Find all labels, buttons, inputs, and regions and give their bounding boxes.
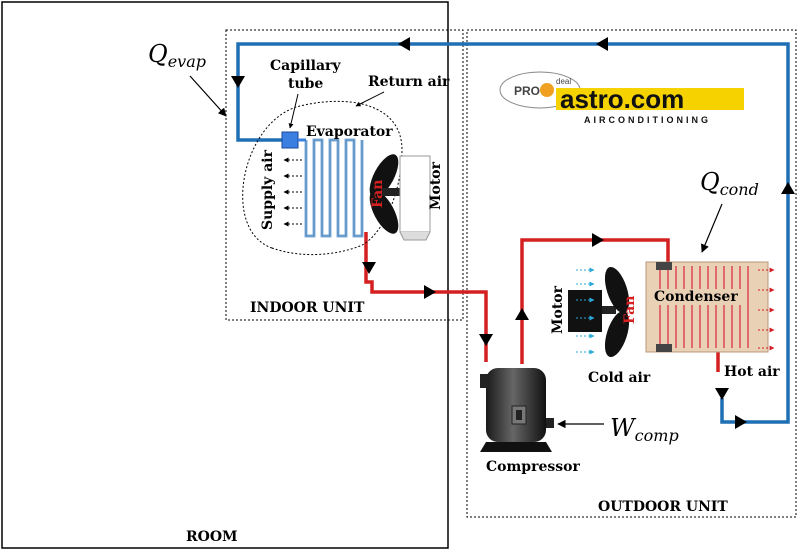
supply-air-label: Supply air	[260, 149, 276, 230]
condenser-label: Condenser	[654, 289, 738, 305]
outdoor-motor-label: Motor	[550, 285, 566, 334]
return-air-boundary	[242, 100, 403, 255]
room-label: ROOM	[186, 529, 238, 545]
indoor-fan-shaft	[382, 188, 404, 196]
outdoor-fan-blade-bottom	[604, 310, 630, 358]
liquid-line	[236, 42, 790, 424]
capillary-label-line1: Capillary	[270, 58, 341, 74]
indoor-fan-blade-bottom	[369, 190, 399, 234]
suction-line-arrow-3	[479, 334, 493, 346]
suction-line-arrow-1	[362, 262, 376, 274]
logo-tagline: AIRCONDITIONING	[584, 115, 711, 125]
q-cond-pointer	[701, 203, 723, 253]
indoor-fan-label: Fan	[370, 180, 386, 208]
liquid-line-arrow-3	[231, 76, 245, 88]
supply-air-arrows	[283, 157, 302, 227]
liquid-line-arrow-1	[596, 37, 608, 51]
indoor-motor	[399, 155, 431, 233]
q-evap-pointer	[189, 75, 227, 117]
indoor-fan-blade-top	[369, 154, 399, 198]
compressor-label: Compressor	[486, 459, 580, 475]
cold-air-arrows	[576, 267, 595, 355]
room-box	[1, 1, 449, 549]
indoor-unit-label: INDOOR UNIT	[250, 300, 365, 316]
hot-air-label: Hot air	[724, 364, 780, 380]
logo-brand: astro.com	[560, 84, 684, 114]
discharge-line-arrow-1	[515, 308, 529, 320]
q-cond-symbol: Qcond	[700, 168, 759, 199]
outdoor-fan-label: Fan	[622, 296, 638, 324]
indoor-motor-label: Motor	[428, 161, 444, 210]
outdoor-fan-blade-top	[604, 266, 630, 314]
astro-logo: PRO deal astro.com AIRCONDITIONING	[499, 71, 744, 125]
capillary-pointer	[288, 93, 299, 129]
outdoor-unit-label: OUTDOOR UNIT	[598, 499, 728, 515]
outdoor-unit-box	[466, 29, 797, 518]
liquid-line-arrow-4	[781, 182, 795, 194]
suction-line-arrow-2	[424, 285, 436, 299]
discharge-line-arrow-2	[592, 233, 604, 247]
indoor-unit-box	[225, 29, 464, 321]
svg-text:PRO: PRO	[514, 84, 540, 98]
condenser	[645, 261, 769, 353]
cold-air-label: Cold air	[588, 370, 651, 386]
outdoor-fan-shaft	[602, 306, 616, 314]
w-comp-symbol: Wcomp	[610, 414, 679, 445]
capillary-block	[281, 131, 299, 149]
outdoor-motor	[568, 290, 602, 332]
hot-air-arrows	[758, 267, 775, 351]
suction-line	[364, 232, 488, 362]
liquid-line-arrow-5	[735, 415, 747, 429]
return-air-pointer	[355, 91, 385, 107]
evaporator-coil	[304, 138, 364, 238]
liquid-line-arrow-2	[398, 37, 410, 51]
liquid-line-arrow-6	[715, 388, 729, 400]
q-evap-symbol: Qevap	[148, 40, 206, 71]
svg-text:deal: deal	[556, 77, 571, 86]
compressor	[480, 368, 554, 452]
evaporator-label: Evaporator	[306, 124, 393, 140]
capillary-label-line2: tube	[288, 76, 323, 92]
return-air-label: Return air	[368, 74, 450, 90]
